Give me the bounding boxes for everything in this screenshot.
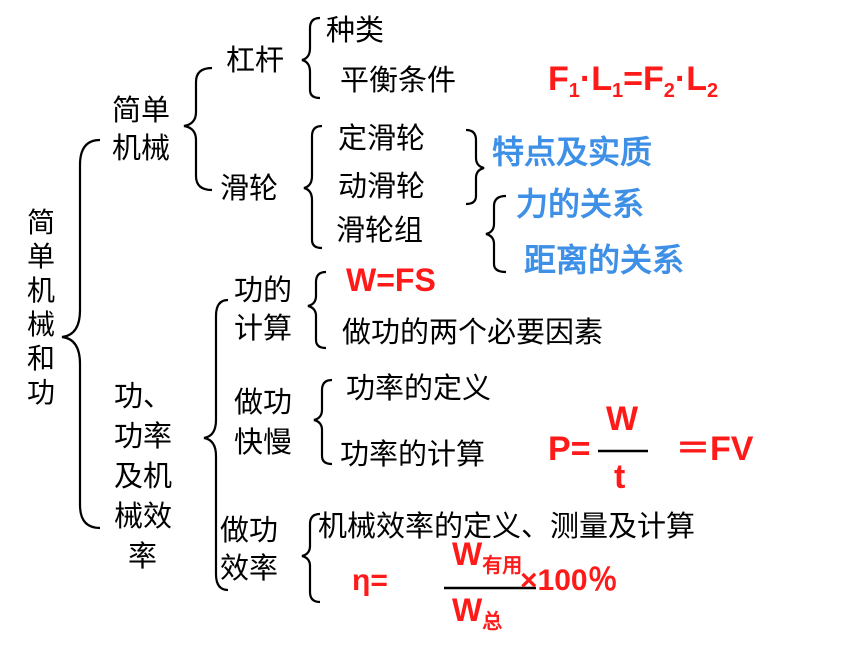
lever-item-balance: 平衡条件 xyxy=(340,63,457,97)
pulley-note-force: 力的关系 xyxy=(516,185,645,223)
root-brace xyxy=(61,138,101,530)
calc-label-2: 计算 xyxy=(234,311,293,345)
efficiency-label-2: 效率 xyxy=(220,551,279,585)
root-label: 简单机械和功 xyxy=(26,206,55,409)
power-label-2: 快慢 xyxy=(234,425,293,459)
power-formula-rhs: ＝FV xyxy=(676,430,754,468)
pulley-item-fixed: 定滑轮 xyxy=(338,121,426,155)
pulley-note-distance: 距离的关系 xyxy=(524,241,685,279)
work-label-2: 功率 xyxy=(114,419,173,453)
work-label-4: 械效 xyxy=(114,499,173,533)
efficiency-formula-denominator: W总 xyxy=(452,592,503,633)
calc-brace xyxy=(307,270,327,350)
lever-balance-formula: F1·L1=F2·L2 xyxy=(548,60,719,102)
pulley-brace xyxy=(303,124,323,250)
calc-label-1: 功的 xyxy=(234,273,293,307)
lever-label: 杠杆 xyxy=(226,43,285,77)
power-formula-lhs: P= xyxy=(548,430,591,468)
efficiency-formula-lhs: η= xyxy=(352,564,388,597)
pulley-label: 滑轮 xyxy=(220,171,279,205)
relation-brace xyxy=(485,194,507,274)
power-formula-numerator: W xyxy=(606,400,639,438)
lever-brace xyxy=(301,16,321,100)
power-definition: 功率的定义 xyxy=(346,371,492,405)
work-conditions: 做功的两个必要因素 xyxy=(342,315,604,349)
pulley-note-features: 特点及实质 xyxy=(492,133,653,171)
efficiency-formula-numerator: W有用 xyxy=(452,536,523,577)
simple-machine-label-2: 机械 xyxy=(112,131,171,165)
power-label-1: 做功 xyxy=(234,385,293,419)
power-calculation: 功率的计算 xyxy=(340,437,486,471)
efficiency-label-1: 做功 xyxy=(220,513,279,547)
power-formula-denominator: t xyxy=(614,458,626,496)
pulley-item-block: 滑轮组 xyxy=(336,213,424,247)
work-label-1: 功、 xyxy=(114,379,173,413)
efficiency-formula-rhs: ×100％ xyxy=(520,564,618,597)
simple-machine-brace xyxy=(183,66,213,192)
work-label-5: 率 xyxy=(128,539,158,573)
work-label-3: 及机 xyxy=(114,459,173,493)
pulley-item-movable: 动滑轮 xyxy=(338,169,426,203)
efficiency-definition: 机械效率的定义、测量及计算 xyxy=(318,509,696,543)
lever-item-types: 种类 xyxy=(326,13,385,47)
work-formula: W=FS xyxy=(346,262,436,298)
power-brace xyxy=(313,378,333,466)
simple-machine-label-1: 简单 xyxy=(112,93,171,127)
pulley-notes-brace xyxy=(465,128,485,206)
